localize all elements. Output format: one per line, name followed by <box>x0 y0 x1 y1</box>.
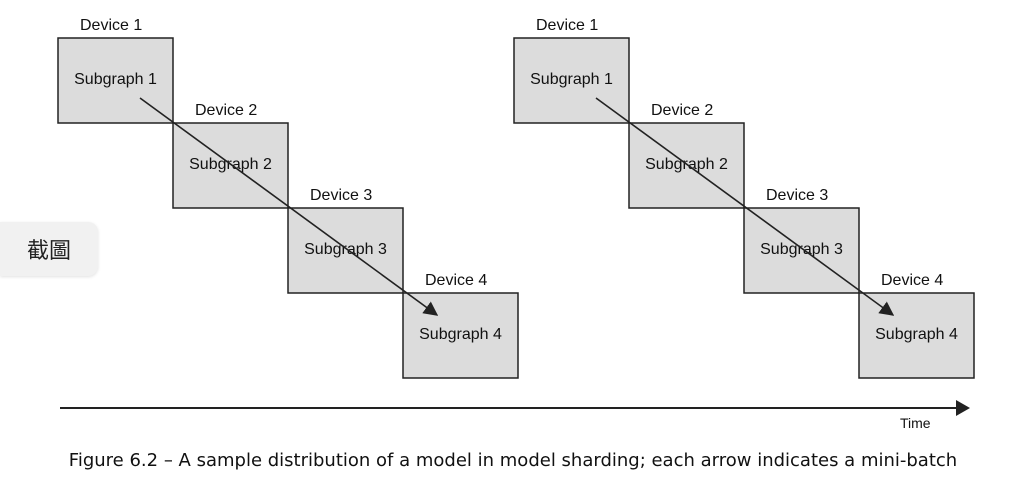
device-label: Device 4 <box>881 272 943 289</box>
device-label: Device 1 <box>536 17 598 34</box>
time-axis-label: Time <box>900 415 931 431</box>
subgraph-box <box>287 207 404 294</box>
mini-batch-arrow <box>595 97 895 316</box>
subgraph-label: Subgraph 3 <box>304 241 387 258</box>
subgraph-box <box>858 292 975 379</box>
subgraph-label: Subgraph 4 <box>419 326 502 343</box>
device-label: Device 3 <box>766 187 828 204</box>
time-axis: Time <box>60 400 970 431</box>
device-label: Device 1 <box>80 17 142 34</box>
device-label: Device 3 <box>310 187 372 204</box>
subgraph-label: Subgraph 1 <box>74 71 157 88</box>
device-label: Device 2 <box>651 102 713 119</box>
mini-batch-arrow <box>139 97 439 316</box>
subgraph-label: Subgraph 4 <box>875 326 958 343</box>
subgraph-label: Subgraph 1 <box>530 71 613 88</box>
subgraph-box <box>628 122 745 209</box>
subgraph-box <box>743 207 860 294</box>
subgraph-box <box>172 122 289 209</box>
figure-caption: Figure 6.2 – A sample distribution of a … <box>68 450 958 471</box>
time-axis-arrowhead <box>956 400 970 416</box>
screenshot-button[interactable]: 截圖 <box>0 222 98 276</box>
subgraph-box <box>402 292 519 379</box>
device-label: Device 4 <box>425 272 487 289</box>
device-label: Device 2 <box>195 102 257 119</box>
subgraph-label: Subgraph 3 <box>760 241 843 258</box>
